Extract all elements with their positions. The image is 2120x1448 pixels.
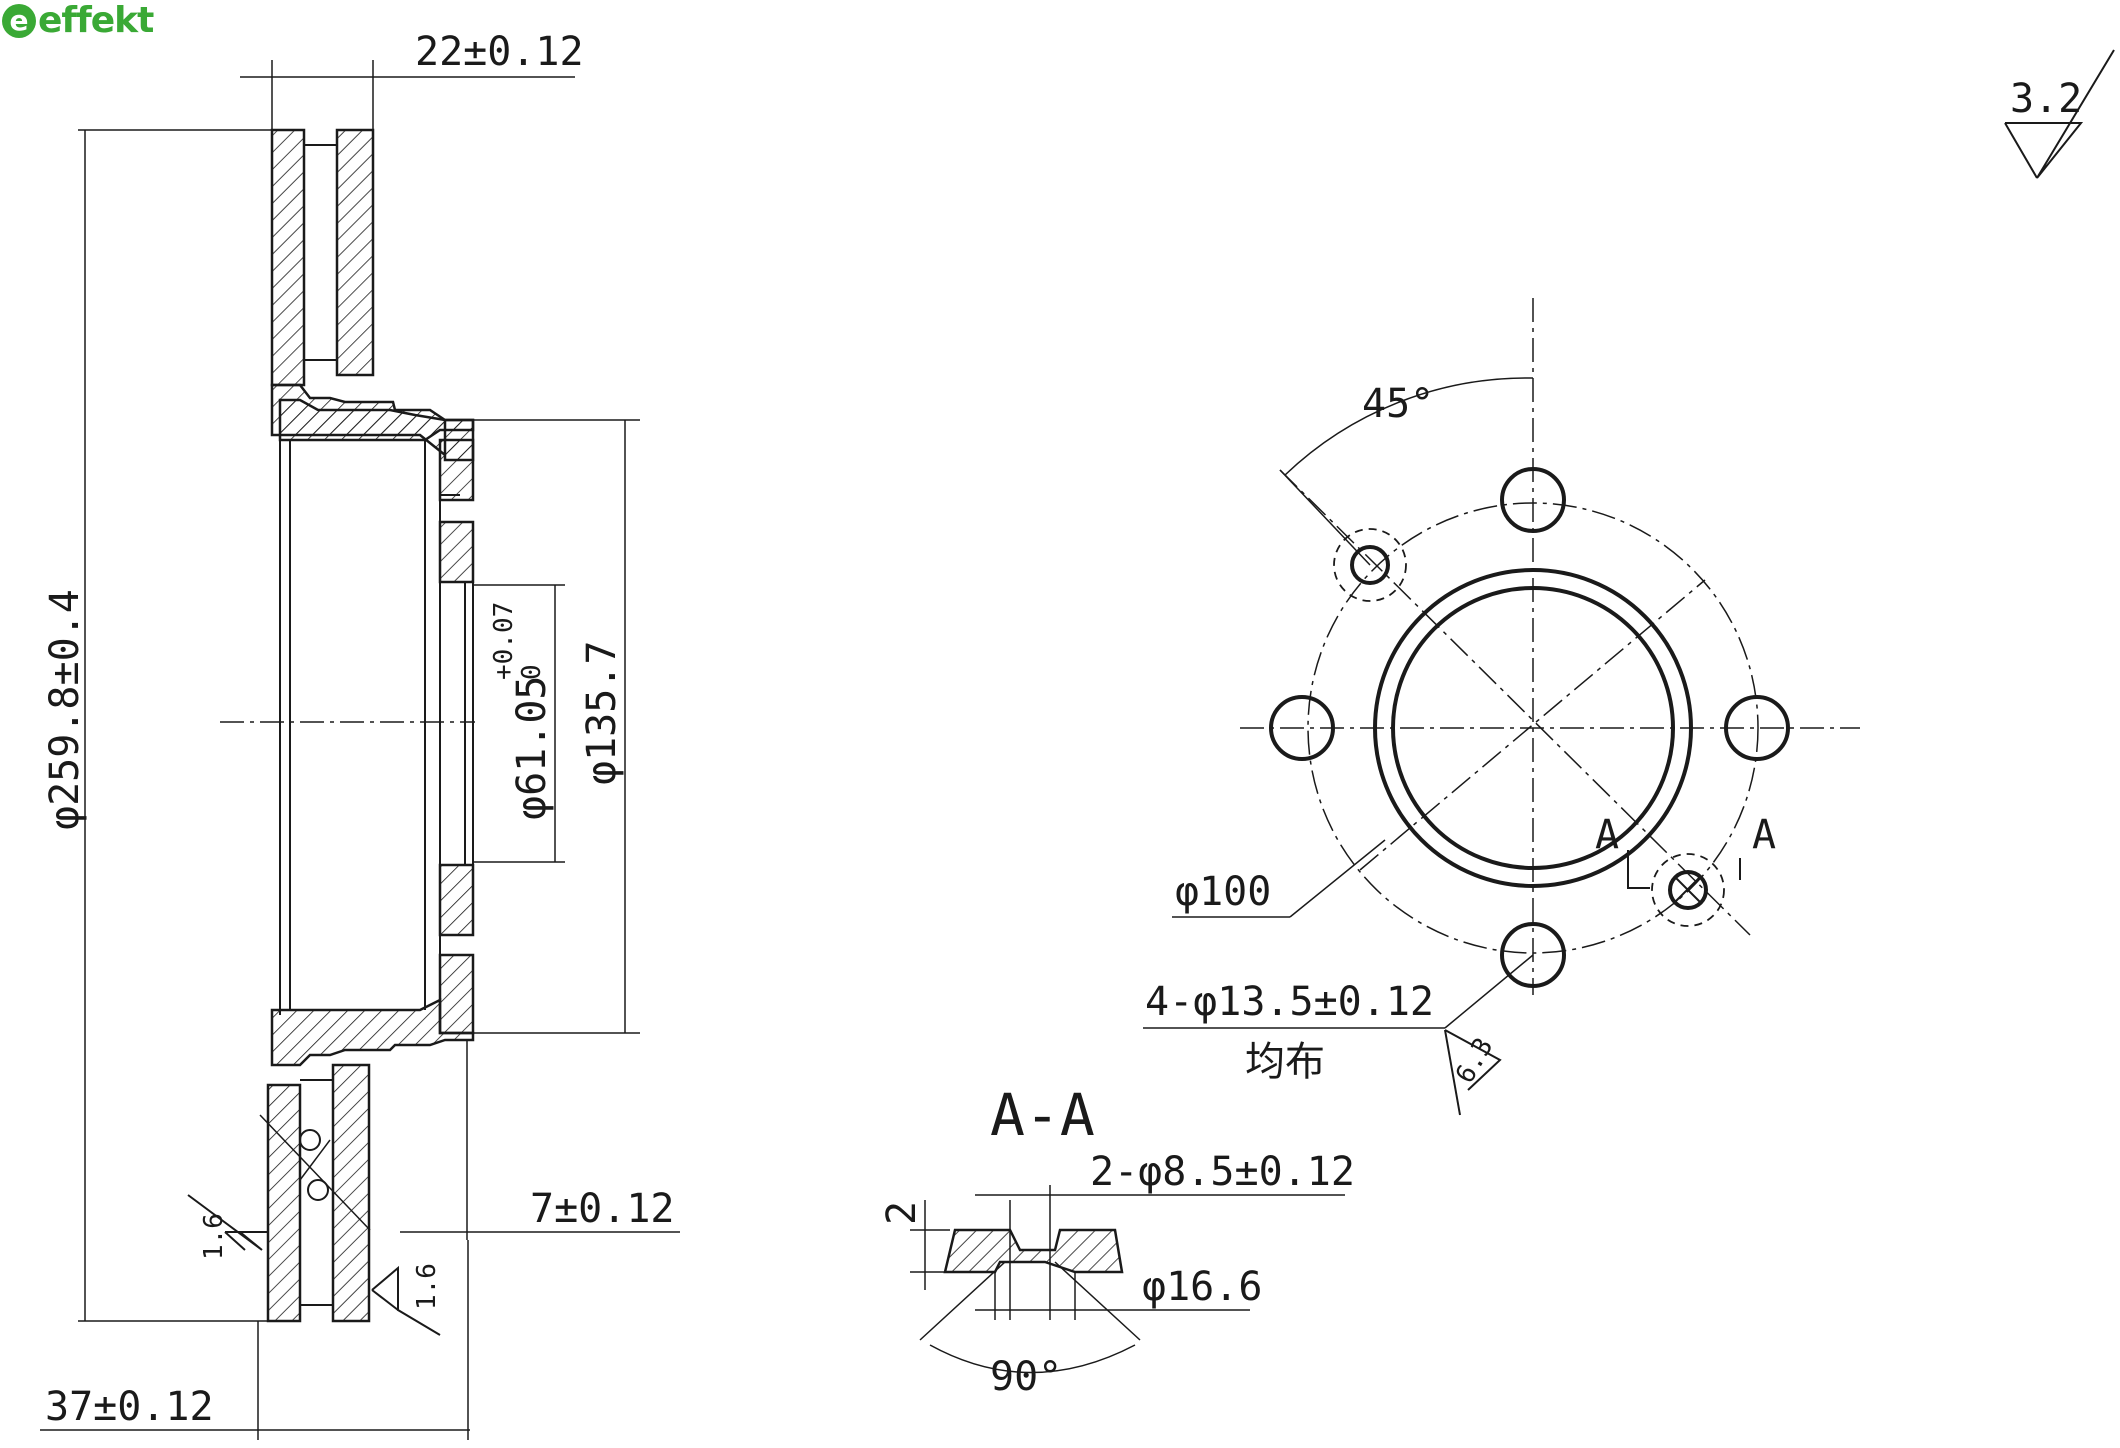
roughness-face-left-label: 1.6 [199, 1213, 229, 1260]
dim-pin-holes: 2-φ8.5±0.12 [1090, 1149, 1355, 1195]
dim-outer-diameter: φ259.8±0.4 [42, 589, 88, 830]
dim-hub-outer: φ135.7 [579, 641, 625, 786]
brand-name: effekt [38, 0, 154, 41]
dim-disc-thickness: 22±0.12 [415, 29, 584, 75]
dim-bore-tol-upper: +0.07 [489, 602, 519, 680]
dim-bolt-holes: 4-φ13.5±0.12 [1145, 979, 1434, 1025]
pin-hole-lower-right [1668, 870, 1708, 910]
bolt-hole-top [1500, 467, 1566, 533]
pcd-circle [1307, 502, 1759, 954]
dim-countersink-dia: φ16.6 [1142, 1264, 1262, 1310]
countersink-section [943, 1228, 1124, 1274]
dim-bore-tol-lower: 0 [517, 664, 547, 680]
bore-circle [1391, 586, 1675, 870]
pin-hole-upper-left [1350, 545, 1390, 585]
bolt-hole-right [1724, 695, 1790, 761]
roughness-face-right-label: 1.6 [412, 1263, 442, 1310]
hub-wall-lower-a [438, 863, 475, 937]
roughness-general-symbol: 3.2 [2004, 49, 2115, 179]
section-mark-left: A [1595, 812, 1619, 858]
brand-logo: e effekt [2, 0, 154, 41]
dim-bolt-holes-note: 均布 [1245, 1039, 1325, 1085]
roughness-face-right-symbol: 1.6 [371, 1263, 442, 1336]
section-aa-title: A-A [990, 1081, 1095, 1149]
roughness-general-label: 3.2 [2010, 76, 2082, 122]
hub-outer-circle [1373, 568, 1693, 888]
left-plate-upper [270, 128, 306, 387]
right-plate-upper [335, 128, 375, 377]
dim-angle: 45° [1362, 381, 1434, 427]
dim-hat-depth: 7±0.12 [530, 1186, 675, 1232]
dim-countersink-depth: 2 [879, 1201, 925, 1225]
hub-wall-upper-b [438, 520, 475, 584]
dim-overall-height: 37±0.12 [45, 1384, 214, 1430]
right-plate-lower [331, 1063, 371, 1323]
hub-wall-upper-a [438, 438, 475, 502]
dim-pcd: φ100 [1175, 869, 1271, 915]
bolt-hole-bottom [1500, 922, 1566, 988]
effekt-logo-icon: e [2, 3, 36, 38]
hat-lower [270, 997, 475, 1067]
section-view: 22±0.12 φ259.8±0.4 φ135.7 φ61.05 +0.07 0… [40, 29, 680, 1440]
dim-countersink-angle: 90° [990, 1354, 1062, 1400]
bolt-hole-left [1269, 695, 1335, 761]
hat-upper-wall [278, 398, 475, 442]
hub-wall-lower-b [438, 953, 475, 1035]
dim-bore: φ61.05 [509, 676, 555, 821]
roughness-face-left-symbol: 1.6 [187, 1194, 268, 1260]
roughness-hole-label: 6.3 [1450, 1033, 1499, 1089]
section-mark-right: A [1752, 812, 1776, 858]
front-view: 45° φ100 4-φ13.5±0.12 均布 6.3 A A [1143, 298, 1860, 1116]
left-plate-lower [266, 1083, 302, 1323]
roughness-hole-symbol: 6.3 [1444, 1029, 1502, 1116]
section-aa-detail: A-A 2-φ8.5±0.12 φ16.6 2 90° [879, 1081, 1355, 1400]
